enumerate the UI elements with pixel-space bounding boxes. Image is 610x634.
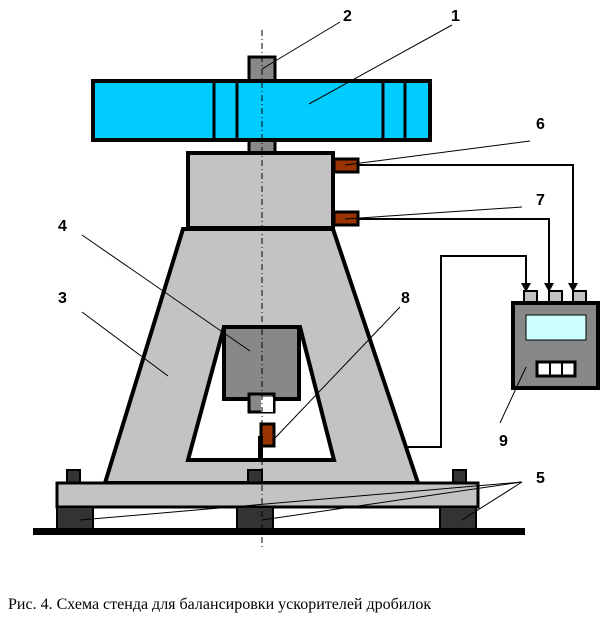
input-connector: [523, 290, 538, 303]
arrowheads: [521, 283, 578, 292]
label-9: 9: [499, 433, 508, 450]
vibration-mount-5: [56, 506, 94, 531]
ground-line: [33, 528, 525, 535]
figure-caption: Рис. 4. Схема стенда для балансировки ус…: [8, 596, 432, 613]
bolt: [66, 469, 81, 484]
label-6: 6: [536, 116, 545, 133]
input-connector: [572, 290, 587, 303]
device-buttons: [535, 360, 577, 378]
block-4: [222, 325, 301, 401]
label-1: 1: [451, 8, 460, 25]
leader-lines: [79, 21, 531, 521]
label-7: 7: [536, 192, 545, 209]
rotor-dividers: [212, 81, 407, 140]
sensor-8: [259, 422, 276, 448]
sensor-8-bracket: [258, 436, 263, 460]
label-2: 2: [343, 8, 352, 25]
vibration-mount-5: [236, 506, 274, 531]
bearing-housing: [186, 151, 335, 230]
target-mark-white: [261, 397, 273, 412]
sensor-6: [332, 157, 360, 174]
label-3: 3: [58, 290, 67, 307]
label-4: 4: [58, 218, 67, 235]
wire-sensor-6: [358, 164, 574, 286]
bolt: [247, 469, 263, 484]
label-5: 5: [536, 470, 545, 487]
vibration-mount-5: [439, 506, 477, 531]
device-screen: [525, 314, 587, 341]
input-connector: [548, 290, 563, 303]
bolt: [452, 469, 467, 484]
wire-sensor-7: [358, 218, 550, 286]
label-8: 8: [401, 290, 410, 307]
